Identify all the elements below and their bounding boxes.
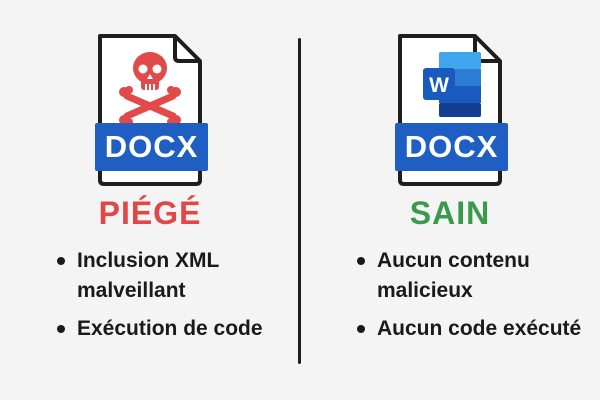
status-label-clean: SAIN [409, 195, 491, 231]
skull-crossbones-icon [119, 52, 181, 126]
divider [298, 38, 301, 364]
file-type-badge: DOCX [95, 123, 208, 171]
bullet-icon [357, 257, 365, 265]
trapped-file-panel: DOCX PIÉGÉ Inclusion XML malveillant Exé… [55, 30, 290, 352]
list-item: Aucun contenu malicieux [355, 246, 590, 306]
list-item: Exécution de code [55, 314, 290, 344]
status-label-trapped: PIÉGÉ [98, 195, 202, 231]
svg-text:W: W [429, 74, 449, 97]
clean-file-panel: W DOCX SAIN Aucun contenu malicieux Aucu… [300, 0, 600, 400]
trapped-details-list: Inclusion XML malveillant Exécution de c… [55, 246, 290, 352]
bullet-icon [57, 325, 65, 333]
bullet-icon [57, 257, 65, 265]
list-item: Aucun code exécuté [355, 314, 590, 344]
word-logo-icon: W [423, 52, 481, 117]
docx-file-icon: W DOCX [375, 30, 525, 190]
file-type-badge: DOCX [395, 123, 508, 171]
list-item: Inclusion XML malveillant [55, 246, 290, 306]
bullet-icon [357, 325, 365, 333]
docx-file-icon: DOCX [75, 30, 225, 190]
clean-details-list: Aucun contenu malicieux Aucun code exécu… [355, 246, 590, 352]
